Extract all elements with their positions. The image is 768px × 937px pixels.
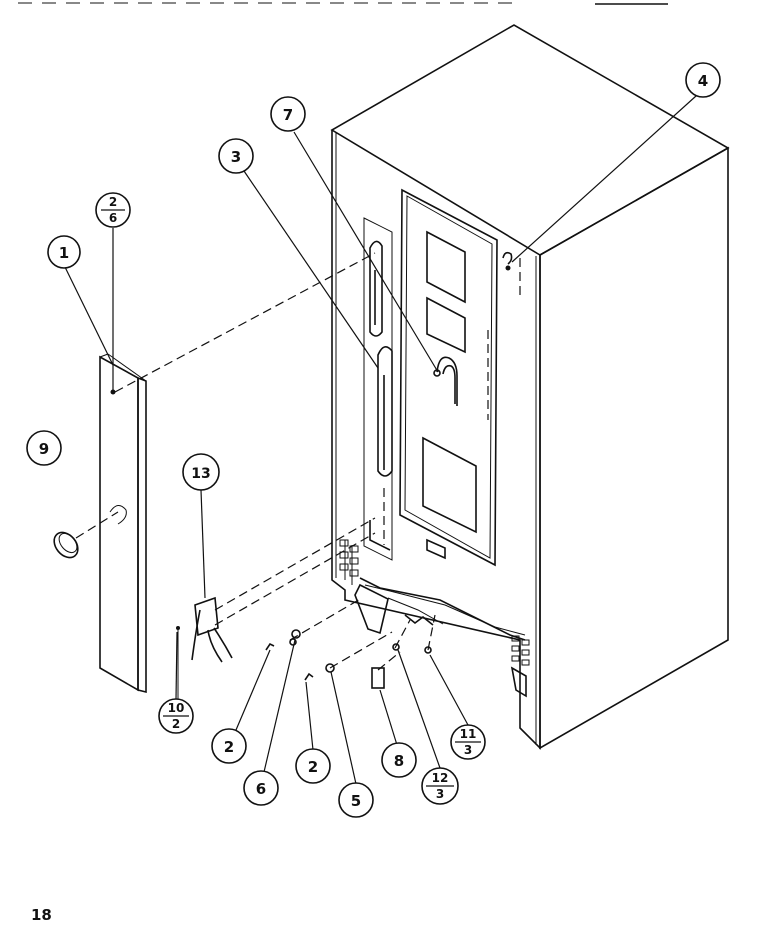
callout-7: 7: [270, 96, 306, 132]
header-rule-fragments: [18, 2, 668, 5]
callout-12-over-3-top: 12: [432, 771, 449, 785]
callout-4: 4: [685, 62, 721, 98]
callout-2-mid: 2: [295, 748, 331, 784]
callout-2-left-label: 2: [224, 738, 234, 756]
tubing-channel: [363, 217, 393, 561]
callout-6-label: 6: [256, 780, 266, 798]
callout-2-over-6-bottom: 6: [109, 211, 117, 225]
side-trim-panel: [99, 353, 147, 694]
callout-10-over-2: 10 2: [158, 698, 194, 734]
round-plug: [53, 531, 79, 559]
callout-10-over-2-bottom: 2: [172, 717, 180, 731]
callout-11-over-3-bottom: 3: [464, 743, 472, 757]
callout-11-over-3: 11 3: [450, 724, 486, 760]
callout-6: 6: [243, 770, 279, 806]
callout-9: 9: [26, 430, 62, 466]
callout-leaders: [63, 95, 697, 785]
callout-8: 8: [381, 742, 417, 778]
explosion-lines: [75, 252, 521, 671]
callout-13-label: 13: [191, 466, 210, 482]
callout-3-label: 3: [231, 148, 241, 166]
wire-bracket: [176, 596, 233, 700]
callout-5-label: 5: [351, 792, 361, 810]
callout-1: 1: [47, 235, 81, 269]
callout-7-label: 7: [283, 106, 293, 124]
callout-8-label: 8: [394, 752, 404, 770]
callout-12-over-3: 12 3: [421, 767, 459, 805]
callout-13: 13: [182, 453, 220, 491]
callout-10-over-2-top: 10: [168, 701, 185, 715]
callout-2-over-6: 2 6: [95, 192, 131, 228]
callout-3: 3: [218, 138, 254, 174]
callout-1-label: 1: [59, 244, 69, 262]
page-number: 18: [31, 906, 52, 924]
callout-11-over-3-top: 11: [460, 727, 477, 741]
callout-9-label: 9: [39, 440, 49, 458]
hook-fitting: [433, 356, 458, 406]
callout-2-over-6-top: 2: [109, 195, 117, 209]
callout-5: 5: [338, 782, 374, 818]
callout-4-label: 4: [698, 72, 708, 90]
callout-12-over-3-bottom: 3: [436, 787, 444, 801]
rear-access-panel: [399, 188, 498, 567]
refrigerator-cabinet: [330, 24, 730, 750]
callout-2-mid-label: 2: [308, 758, 318, 776]
hardware-screws: [265, 629, 432, 689]
callout-2-left: 2: [211, 728, 247, 764]
cabinet-clip: [502, 251, 513, 271]
